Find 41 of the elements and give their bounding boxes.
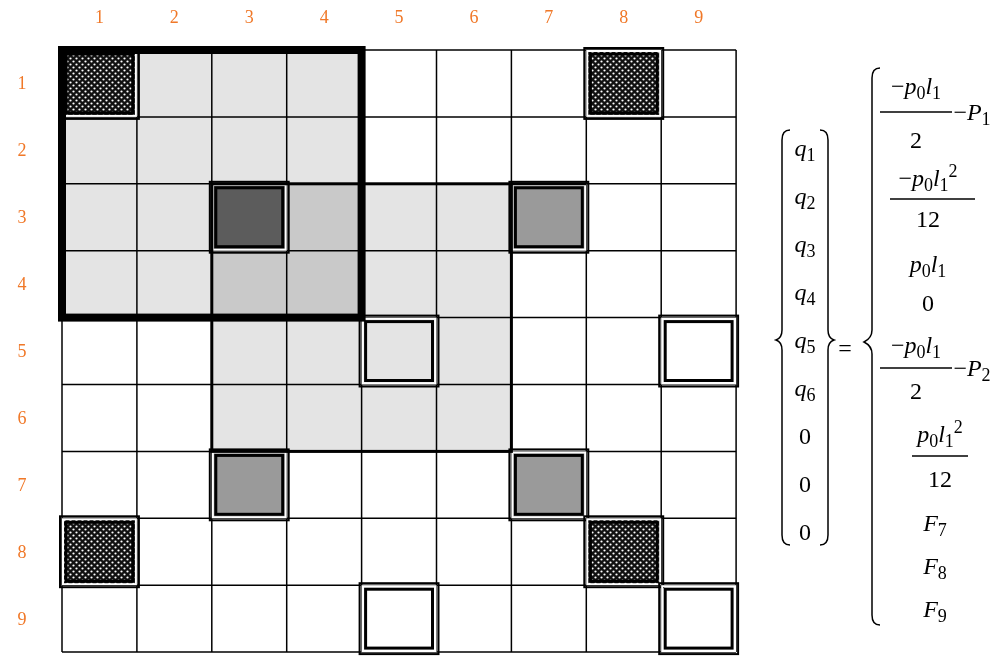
index-number: 4 [319, 8, 329, 26]
math-term: −p$_{0}$l$_{1}$ [890, 333, 942, 357]
index-number: 3 [244, 8, 254, 26]
math-term: q$_{4}$ [794, 280, 816, 304]
index-number: 4 [17, 275, 27, 294]
index-number: 2 [169, 8, 179, 26]
index-number: 5 [17, 342, 27, 361]
math-term: F$_{8}$ [923, 554, 947, 578]
math-term: q$_{3}$ [794, 232, 816, 256]
index-number: 2 [17, 141, 27, 160]
index-number: 7 [544, 8, 554, 26]
index-number: 1 [94, 8, 104, 26]
math-term: F$_{7}$ [923, 511, 947, 535]
index-number: 1 [17, 74, 27, 93]
math-term: = [838, 336, 852, 360]
math-term: 2 [910, 379, 922, 403]
math-term: −P$_{2}$ [953, 356, 991, 380]
math-term: −P$_{1}$ [953, 100, 991, 124]
index-number: 9 [17, 609, 27, 628]
math-term: 0 [799, 520, 811, 544]
index-number: 9 [694, 8, 704, 26]
index-number: 6 [469, 8, 479, 26]
math-term: p$_{0}$l$_{1}$ [909, 252, 947, 276]
math-term: F$_{9}$ [923, 597, 947, 621]
index-number: 8 [619, 8, 629, 26]
index-number: 6 [17, 408, 27, 427]
math-term: q$_{5}$ [794, 328, 816, 352]
index-number: 5 [394, 8, 404, 26]
math-term: 12 [916, 207, 940, 231]
math-term: q$_{6}$ [794, 376, 816, 400]
math-term: q$_{1}$ [794, 136, 816, 160]
math-term: 0 [922, 291, 934, 315]
math-term: 0 [799, 424, 811, 448]
math-term: 12 [928, 467, 952, 491]
math-term: 2 [910, 128, 922, 152]
index-number: 7 [17, 475, 27, 494]
math-term: −p$_{0}$l$_{1}$ [890, 74, 942, 98]
index-number: 8 [17, 542, 27, 561]
index-number: 3 [17, 208, 27, 227]
math-term: q$_{2}$ [794, 184, 816, 208]
math-term: 0 [799, 472, 811, 496]
